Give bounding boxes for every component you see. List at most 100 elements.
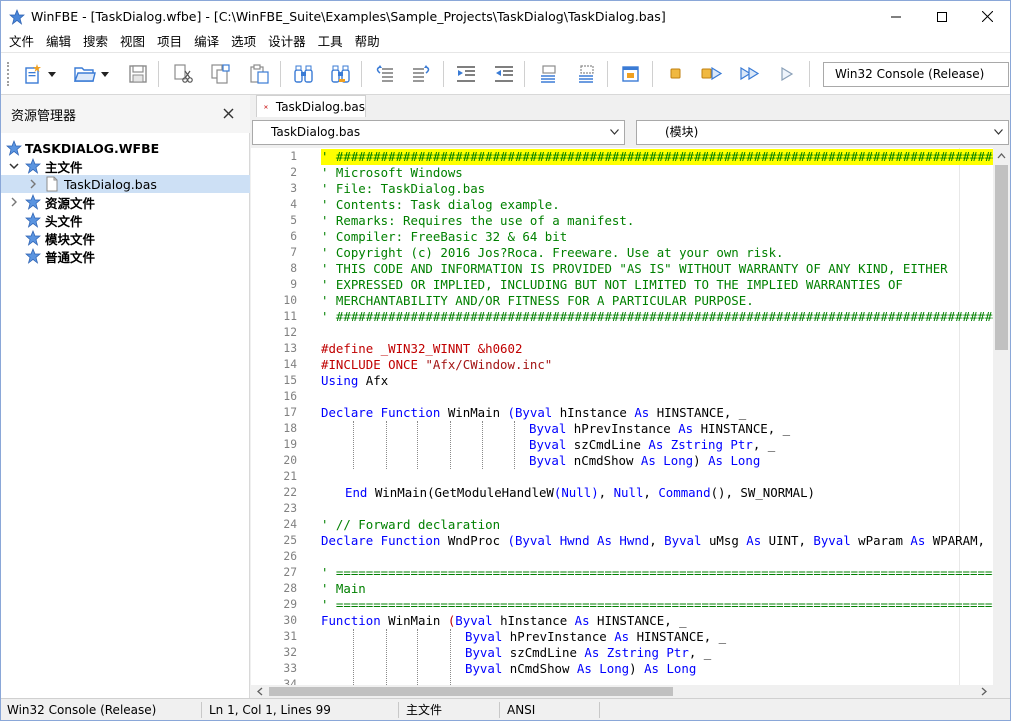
tree-item-project[interactable]: TASKDIALOG.WFBE [1, 139, 250, 157]
find-button[interactable] [291, 60, 317, 88]
tab-taskdialog-bas[interactable]: TaskDialog.bas [256, 95, 366, 117]
undo-button[interactable] [371, 60, 397, 88]
tree-item-header-files[interactable]: 头文件 [1, 211, 250, 229]
chevron-down-icon [610, 129, 619, 135]
line-number: 32 [283, 646, 297, 659]
save-button[interactable] [125, 60, 151, 88]
line-number: 33 [283, 662, 297, 675]
open-file-button[interactable] [72, 60, 98, 88]
uncomment-block-icon [579, 65, 594, 83]
replace-button[interactable] [328, 60, 354, 88]
cut-button[interactable] [170, 60, 196, 88]
code-line-8: ' THIS CODE AND INFORMATION IS PROVIDED … [321, 261, 948, 276]
title-bar[interactable]: WinFBE - [TaskDialog.wfbe] - [C:\WinFBE_… [1, 1, 1010, 32]
horizontal-scroll-thumb[interactable] [269, 687, 673, 696]
maximize-button[interactable] [919, 1, 965, 32]
tree-item-module-files[interactable]: 模块文件 [1, 229, 250, 247]
editor-area: TaskDialog.bas TaskDialog.bas (模块) 1 2 3… [251, 95, 1010, 698]
tree-module-label: 模块文件 [45, 231, 96, 247]
build-config-select[interactable]: Win32 Console (Release) [823, 62, 1009, 87]
minimize-button[interactable] [873, 1, 919, 32]
tree-item-taskdialog-bas[interactable]: TaskDialog.bas [1, 175, 250, 193]
redo-button[interactable] [409, 60, 435, 88]
code-line-31: Byval hPrevInstance As HINSTANCE, _ [465, 629, 727, 644]
chevron-right-icon[interactable] [28, 179, 38, 189]
tree-resource-label: 资源文件 [45, 195, 96, 211]
vertical-scroll-thumb[interactable] [995, 165, 1008, 350]
status-config: Win32 Console (Release) [7, 703, 157, 717]
open-file-dropdown[interactable] [98, 60, 112, 88]
code-line-22: End WinMain(GetModuleHandleW(Null), Null… [345, 485, 815, 500]
close-icon[interactable] [264, 102, 268, 112]
code-token: "Afx/CWindow.inc" [425, 357, 553, 372]
indent-guide [514, 421, 515, 469]
compile-square-icon [670, 68, 681, 79]
line-number: 17 [283, 406, 297, 419]
chevron-down-icon [48, 71, 56, 77]
code-line-11: ' ######################################… [321, 309, 1010, 324]
code-line-5: ' Remarks: Requires the use of a manifes… [321, 213, 635, 228]
code-line-2: ' Microsoft Windows [321, 165, 463, 180]
uncomment-block-button[interactable] [573, 60, 599, 88]
line-number: 22 [283, 486, 297, 499]
menu-view[interactable]: 视图 [120, 34, 146, 49]
menu-edit[interactable]: 编辑 [46, 34, 72, 49]
menu-designer[interactable]: 设计器 [268, 34, 306, 49]
code-token: #INCLUDE ONCE [321, 357, 426, 372]
menu-compile[interactable]: 编译 [194, 34, 220, 49]
close-icon[interactable] [223, 108, 234, 119]
line-number: 2 [290, 166, 297, 179]
menu-search[interactable]: 搜索 [83, 34, 109, 49]
compile-button[interactable] [663, 60, 689, 88]
tree-item-main-files[interactable]: 主文件 [1, 157, 250, 175]
close-button[interactable] [964, 1, 1010, 32]
indent-button[interactable] [453, 60, 479, 88]
code-editor[interactable]: 1 2 3 4 5 6 7 8 9 10 11 12 13 14 15 16 1… [251, 148, 1010, 685]
outdent-button[interactable] [491, 60, 517, 88]
tree-item-normal-files[interactable]: 普通文件 [1, 247, 250, 265]
indent-guide [353, 421, 354, 469]
code-line-13: #define _WIN32_WINNT &h0602 [321, 341, 523, 356]
menu-tools[interactable]: 工具 [317, 34, 343, 49]
line-number: 11 [283, 310, 297, 323]
toolbar: Win32 Console (Release) [1, 52, 1010, 95]
run-button[interactable] [737, 60, 763, 88]
build-and-run-button[interactable] [699, 60, 725, 88]
code-line-6: ' Compiler: FreeBasic 32 & 64 bit [321, 229, 568, 244]
menu-options[interactable]: 选项 [231, 34, 257, 49]
toolbar-grip[interactable] [7, 62, 9, 86]
editor-tabbar: TaskDialog.bas [251, 95, 1010, 117]
execute-button[interactable] [774, 60, 800, 88]
status-bar: Win32 Console (Release) Ln 1, Col 1, Lin… [1, 698, 1010, 720]
menu-help[interactable]: 帮助 [354, 34, 380, 49]
code-line-28: ' Main [321, 581, 366, 596]
folder-star-icon [25, 248, 41, 264]
form-designer-button[interactable] [618, 60, 644, 88]
line-number: 8 [290, 262, 297, 275]
scroll-up-arrow-icon[interactable] [993, 148, 1010, 165]
close-icon [981, 11, 993, 22]
horizontal-scrollbar[interactable] [251, 685, 993, 698]
comment-block-button[interactable] [535, 60, 561, 88]
chevron-down-icon[interactable] [9, 161, 19, 171]
vertical-scrollbar[interactable] [993, 148, 1010, 685]
indent-guide [417, 629, 418, 685]
folder-star-icon [25, 212, 41, 228]
scroll-left-arrow-icon[interactable] [253, 685, 267, 698]
minimize-icon [891, 16, 901, 17]
line-number: 7 [290, 246, 297, 259]
function-select[interactable]: (模块) [636, 120, 1009, 145]
menu-file[interactable]: 文件 [9, 34, 35, 49]
new-file-button[interactable] [20, 60, 46, 88]
scroll-right-arrow-icon[interactable] [977, 685, 991, 698]
explorer-header: 资源管理器 [1, 95, 250, 133]
function-select-value: (模块) [665, 125, 699, 139]
line-number: 9 [290, 278, 297, 291]
chevron-right-icon[interactable] [9, 197, 19, 207]
paste-button[interactable] [246, 60, 272, 88]
tree-item-resource-files[interactable]: 资源文件 [1, 193, 250, 211]
menu-project[interactable]: 项目 [157, 34, 183, 49]
new-file-dropdown[interactable] [45, 60, 59, 88]
file-select[interactable]: TaskDialog.bas [252, 120, 625, 145]
copy-button[interactable] [207, 60, 233, 88]
